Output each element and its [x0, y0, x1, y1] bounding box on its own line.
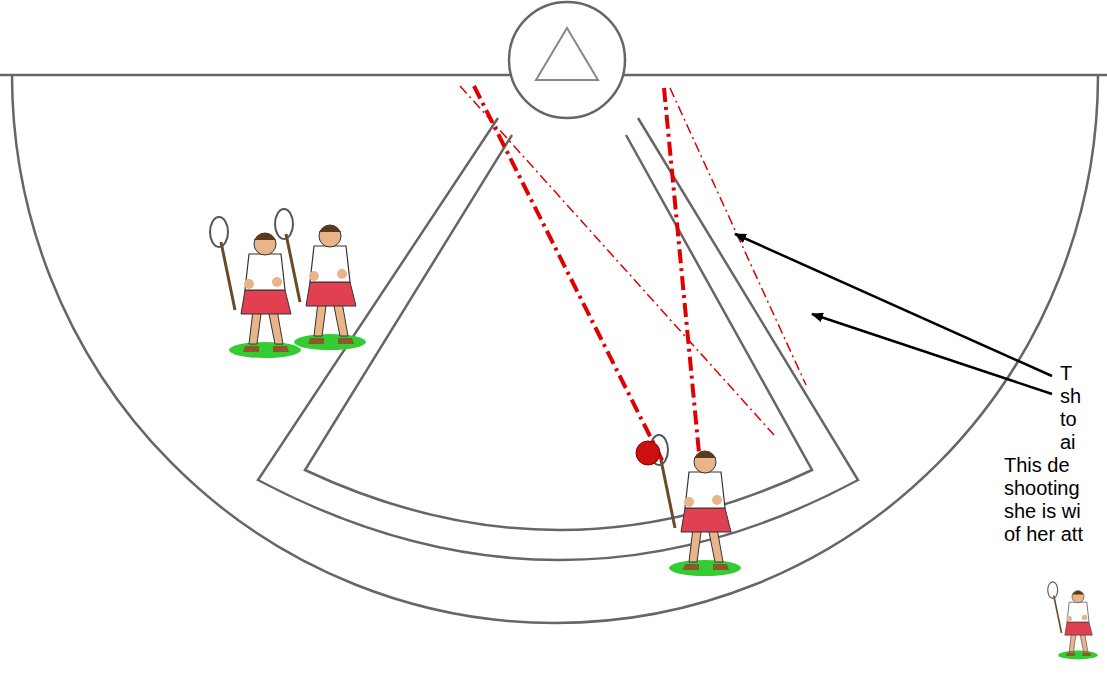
note-text: ai: [1060, 431, 1076, 453]
note-text: sh: [1060, 385, 1081, 407]
note-text: This de: [1004, 454, 1070, 476]
note-text: she is wi: [1004, 500, 1081, 522]
note-text: to: [1060, 408, 1077, 430]
note-text: of her att: [1004, 523, 1083, 545]
note-text: T: [1060, 362, 1072, 384]
note-text: shooting: [1004, 477, 1080, 499]
